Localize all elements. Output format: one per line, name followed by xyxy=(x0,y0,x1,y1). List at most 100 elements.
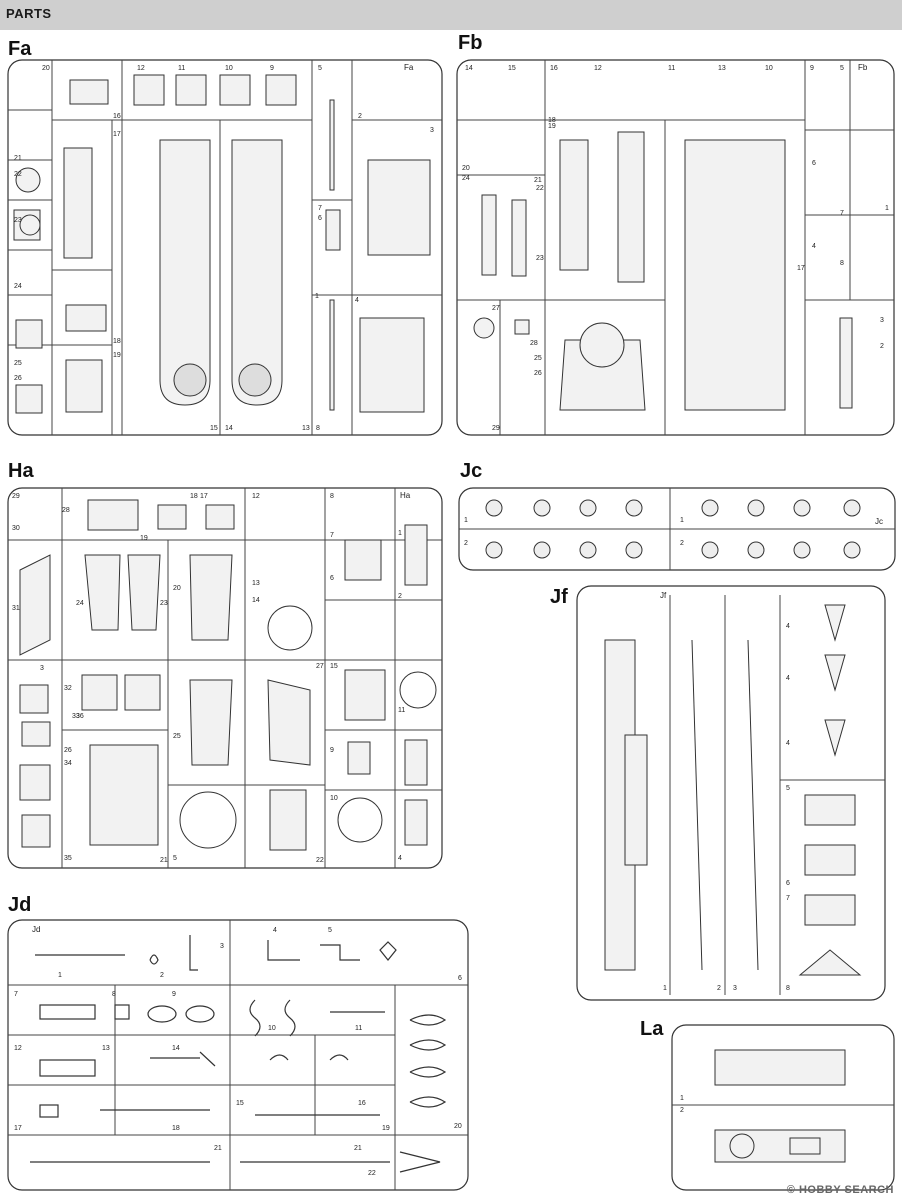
sprue-label-jc: Jc xyxy=(460,460,483,482)
part-number-fb: 23 xyxy=(536,255,544,262)
part-number-ha: 9 xyxy=(330,747,334,754)
part-number-jd: 3 xyxy=(220,943,224,950)
part-number-fb: 14 xyxy=(465,65,473,72)
part-number-fb: 10 xyxy=(765,65,773,72)
part-number-jf: 4 xyxy=(786,675,790,682)
sprue-la-parts xyxy=(714,1049,846,1163)
hobby-search-watermark: © HOBBY SEARCH xyxy=(787,1184,894,1196)
sprue-ha-parts xyxy=(19,499,437,851)
part-number-fa: 16 xyxy=(113,113,121,120)
part-number-ha: 19 xyxy=(140,535,148,542)
part-number-fb: 15 xyxy=(508,65,516,72)
sprue-tag-fa: Fa xyxy=(404,63,414,72)
part-number-fa: 10 xyxy=(225,65,233,72)
part-number-fa: 14 xyxy=(225,425,233,432)
parts-header: PARTS xyxy=(0,0,902,30)
sprue-tag-jf: Jf xyxy=(660,591,667,600)
part-number-fb: 16 xyxy=(550,65,558,72)
part-number-fb: 25 xyxy=(534,355,542,362)
sprue-tag-ha: Ha xyxy=(400,491,411,500)
part-number-fa: 2 xyxy=(358,113,362,120)
part-number-jd: 5 xyxy=(328,927,332,934)
part-number-fa: 23 xyxy=(14,217,22,224)
part-number-jf: 5 xyxy=(786,785,790,792)
sprue-fa-runners xyxy=(8,60,442,435)
part-number-fa: 20 xyxy=(42,65,50,72)
part-number-fb: 29 xyxy=(492,425,500,432)
part-number-jc: 1 xyxy=(464,517,468,524)
part-number-jd: 4 xyxy=(273,927,277,934)
part-number-jd: 2 xyxy=(160,972,164,979)
part-number-ha: 36 xyxy=(76,713,84,720)
part-number-ha: 18 xyxy=(190,493,198,500)
part-number-ha: 27 xyxy=(316,663,324,670)
part-number-ha: 20 xyxy=(173,585,181,592)
part-number-fb: 7 xyxy=(840,210,844,217)
part-number-ha: 23 xyxy=(160,600,168,607)
sprue-jf-runners xyxy=(669,595,885,995)
part-number-jd: 15 xyxy=(236,1100,244,1107)
part-number-jd: 19 xyxy=(382,1125,390,1132)
part-number-fa: 21 xyxy=(14,155,22,162)
sprue-label-jd: Jd xyxy=(8,894,32,916)
part-number-ha: 14 xyxy=(252,597,260,604)
sprue-fb-parts xyxy=(473,131,853,411)
sprue-label-fb: Fb xyxy=(458,32,483,54)
sprue-tag-fb: Fb xyxy=(858,63,868,72)
part-number-jf: 4 xyxy=(786,740,790,747)
part-number-fb: 2 xyxy=(880,343,884,350)
part-number-jd: 16 xyxy=(358,1100,366,1107)
part-number-fa: 11 xyxy=(178,65,185,72)
part-number-ha: 21 xyxy=(160,857,168,864)
part-number-fa: 26 xyxy=(14,375,22,382)
part-number-fb: 24 xyxy=(462,175,470,182)
part-number-ha: 30 xyxy=(12,525,20,532)
part-number-ha: 12 xyxy=(252,493,260,500)
part-number-jd: 11 xyxy=(355,1025,362,1032)
part-number-la: 1 xyxy=(680,1095,684,1102)
part-number-ha: 11 xyxy=(398,707,405,714)
part-number-fb: 18 xyxy=(548,117,556,124)
part-number-ha: 35 xyxy=(64,855,72,862)
part-number-jd: 8 xyxy=(112,991,116,998)
part-number-ha: 25 xyxy=(173,733,181,740)
part-number-ha: 7 xyxy=(330,532,334,539)
part-number-fa: 3 xyxy=(430,127,434,134)
part-number-ha: 34 xyxy=(64,760,72,767)
part-number-jd: 7 xyxy=(14,991,18,998)
watermark-text: © HOBBY SEARCH xyxy=(786,1184,894,1196)
part-number-fb: 28 xyxy=(530,340,538,347)
part-number-fb: 13 xyxy=(718,65,726,72)
part-number-fa: 4 xyxy=(355,297,359,304)
part-number-ha: 29 xyxy=(12,493,20,500)
sprue-fb-runners xyxy=(457,60,894,435)
part-number-fb: 26 xyxy=(534,370,542,377)
part-number-jf: 8 xyxy=(786,985,790,992)
part-number-fb: 9 xyxy=(810,65,814,72)
part-number-fb: 27 xyxy=(492,305,500,312)
part-number-ha: 10 xyxy=(330,795,338,802)
sprue-frame-ha xyxy=(7,487,443,869)
sprue-label-ha: Ha xyxy=(8,460,34,482)
part-number-fa: 25 xyxy=(14,360,22,367)
part-number-ha: 2 xyxy=(398,593,402,600)
part-number-ha: 3 xyxy=(40,665,44,672)
part-number-jd: 9 xyxy=(172,991,176,998)
sprue-jc-parts xyxy=(485,499,861,559)
part-number-ha: 1 xyxy=(398,530,402,537)
part-number-fa: 15 xyxy=(210,425,218,432)
part-number-jd: 21 xyxy=(354,1145,362,1152)
part-number-ha: 13 xyxy=(252,580,260,587)
sprue-jc-runners xyxy=(459,488,895,570)
part-number-fa: 8 xyxy=(316,425,320,432)
sprue-label-la: La xyxy=(640,1018,664,1040)
part-number-jf: 4 xyxy=(786,623,790,630)
sprue-frame-jf xyxy=(576,585,886,1001)
part-number-jf: 2 xyxy=(717,985,721,992)
part-number-fb: 21 xyxy=(534,177,542,184)
part-number-ha: 5 xyxy=(173,855,177,862)
part-number-ha: 6 xyxy=(330,575,334,582)
part-number-jf: 7 xyxy=(786,895,790,902)
part-number-fa: 19 xyxy=(113,352,121,359)
